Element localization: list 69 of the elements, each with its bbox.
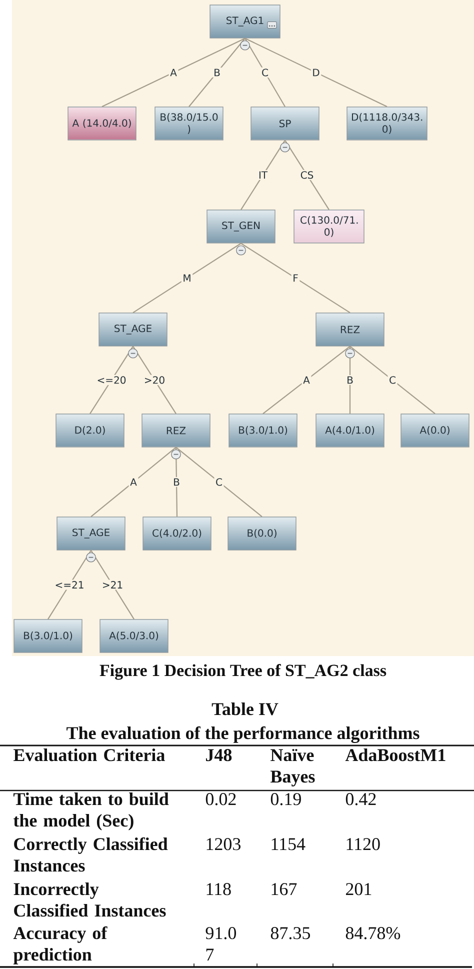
row-heading: Correctly Classified Instances	[14, 837, 168, 872]
leaf-node-box: B(3.0/1.0)	[14, 619, 82, 653]
branch-line	[284, 140, 330, 210]
table-cell: 201	[346, 883, 372, 896]
branch-line	[244, 38, 286, 107]
leaf-node-box: B(38.0/15.0 )	[154, 106, 224, 140]
branch-line	[240, 242, 350, 314]
table-cell: 1203	[206, 838, 240, 850]
leaf-node-box: B(3.0/1.0)	[228, 414, 298, 448]
split-node-box: ST_AGE	[56, 516, 126, 550]
branch-line	[175, 447, 178, 517]
branch-line	[176, 446, 262, 518]
split-node-box: ST_AGE	[98, 312, 168, 346]
table-cell: 167	[272, 883, 297, 896]
column-heading: Evaluation Criteria	[14, 748, 165, 762]
column-heading: Naïve Bayes	[270, 748, 315, 786]
edge-label: CS	[299, 170, 315, 180]
figure-caption: Figure 1 Decision Tree of ST_AG2 class	[100, 664, 386, 680]
leaf-node-box: A(4.0/1.0)	[316, 414, 384, 448]
leaf-node-box: D(1118.0/343. 0)	[346, 106, 428, 140]
table-cell: 84.78%	[346, 927, 400, 940]
table-cell: 0.42	[346, 793, 376, 806]
branch-line	[90, 550, 134, 620]
row-heading: Time taken to build the model (Sec)	[13, 792, 169, 830]
split-node-box: REZ	[142, 414, 210, 448]
edge-label: C	[388, 374, 398, 386]
column-heading: J48	[206, 749, 232, 762]
branch-line	[240, 140, 286, 210]
edge-label: IT	[257, 170, 269, 180]
leaf-node-box: C(4.0/2.0)	[142, 516, 212, 550]
leaf-node-box: A(5.0/3.0)	[100, 619, 168, 653]
table-cell: 87.35	[270, 927, 310, 940]
split-node-box: REZ	[316, 312, 384, 346]
edge-label: C	[214, 476, 224, 488]
leaf-node-box: B(0.0)	[228, 516, 296, 550]
table-cell: 1154	[272, 838, 306, 850]
table-cell: 118	[206, 883, 231, 896]
edge-label: C	[260, 67, 270, 78]
split-node-box: SP	[250, 106, 320, 140]
branch-line	[350, 346, 436, 414]
table-title: The evaluation of the performance algorithms	[66, 726, 420, 743]
leaf-node-box: C(130.0/71. 0)	[294, 210, 364, 244]
split-node-box: ST_GEN	[206, 210, 276, 244]
row-heading: Incorrectly Classified Instances	[14, 882, 166, 917]
table-cell: 0.19	[270, 793, 301, 806]
edge-label: >21	[100, 580, 124, 590]
split-node-box: ST_AG1	[210, 4, 280, 38]
row-heading: Accuracy of prediction	[13, 926, 108, 964]
branch-line	[132, 346, 176, 414]
branch-line	[349, 346, 351, 414]
branch-line	[244, 38, 388, 108]
leaf-node-box: A(0.0)	[400, 414, 470, 448]
leaf-node-box: A (14.0/4.0)	[68, 106, 136, 140]
table-cell: 1120	[346, 838, 380, 850]
branch-line	[262, 346, 350, 414]
edge-label: >20	[142, 374, 166, 386]
edge-label: D	[310, 68, 322, 78]
branch-line	[90, 346, 134, 414]
branch-line	[90, 446, 176, 518]
edge-label: M	[181, 273, 193, 283]
branch-line	[102, 38, 246, 108]
table-title: Table IV	[212, 702, 278, 716]
column-heading: AdaBoostM1	[345, 748, 446, 762]
edge-label: <=21	[53, 580, 86, 590]
leaf-node-box: D(2.0)	[56, 414, 124, 448]
branch-line	[132, 242, 242, 314]
table-cell: 0.02	[206, 793, 236, 806]
branch-line	[188, 38, 246, 107]
table-cell: 91.0 7	[206, 927, 236, 960]
